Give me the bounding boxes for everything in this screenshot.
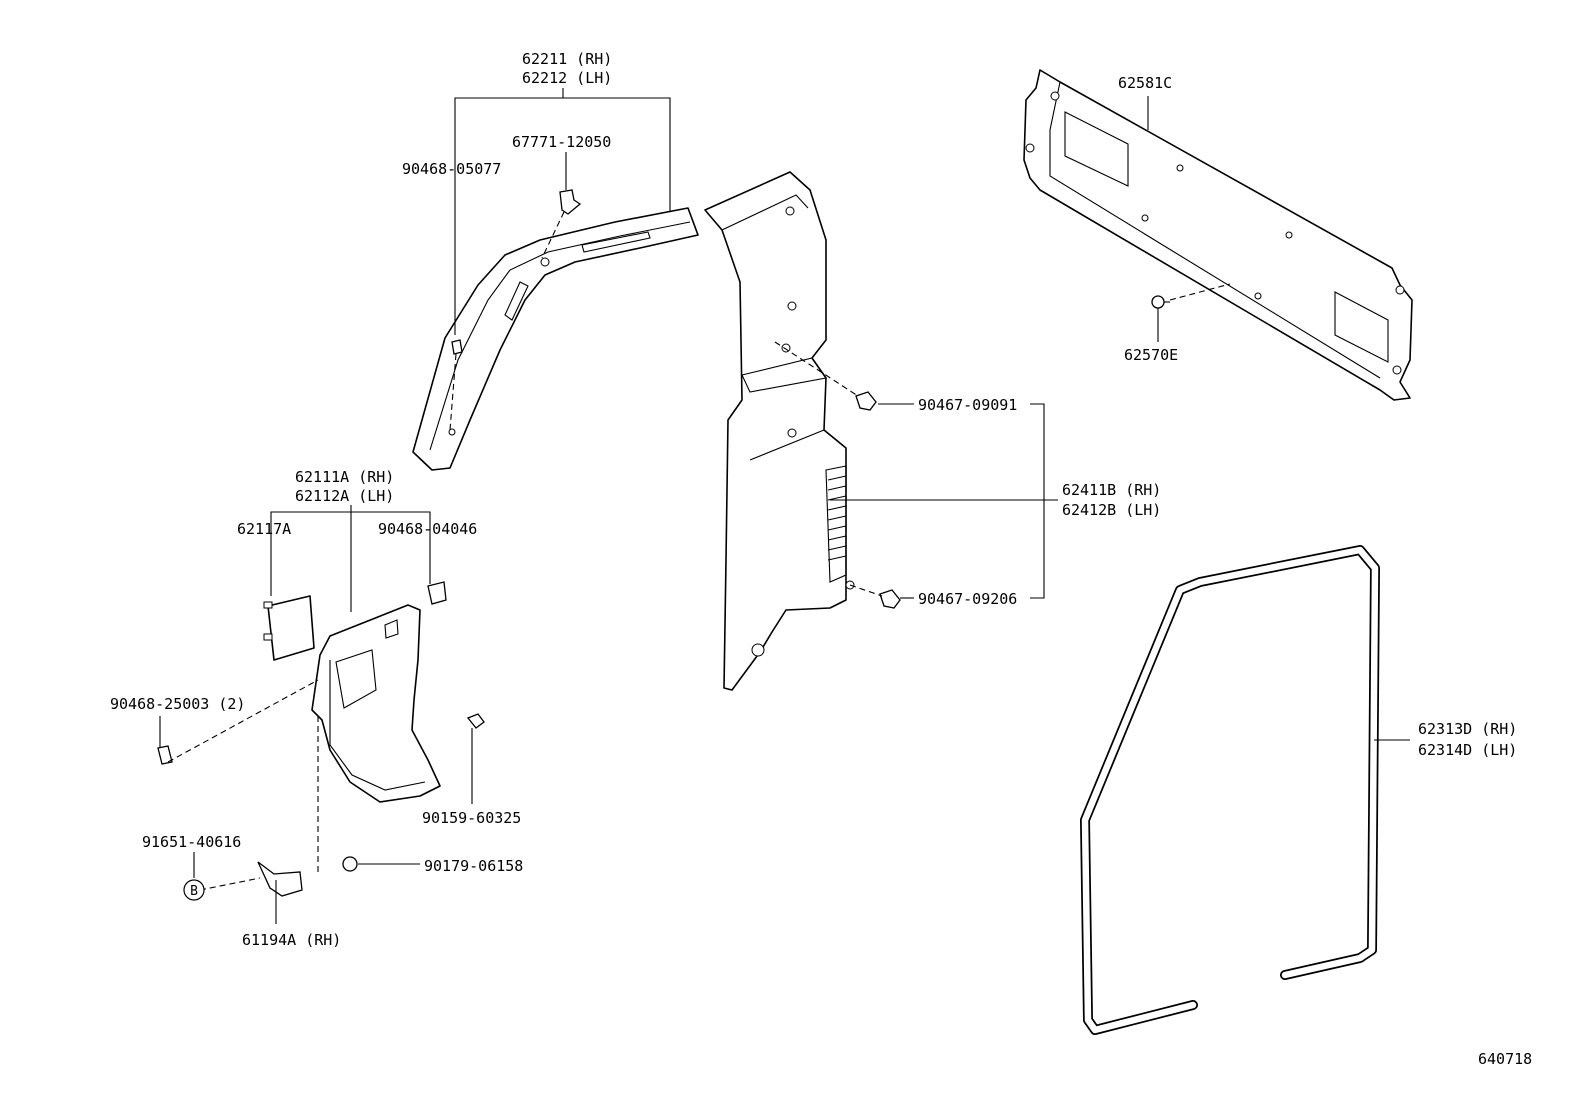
label-62117A: 62117A: [237, 520, 291, 538]
trim-cover[interactable]: [263, 595, 315, 661]
clip-90468-05077-icon[interactable]: [451, 339, 463, 355]
label-62412B: 62412B (LH): [1062, 501, 1161, 519]
pillar-garnish-upper[interactable]: [412, 207, 699, 471]
label-90467-09206: 90467-09206: [918, 590, 1017, 608]
screw-90159-60325-icon[interactable]: [466, 713, 485, 729]
clip-90467-09091-icon[interactable]: [855, 391, 877, 411]
bracket-61194A-icon[interactable]: [257, 861, 303, 897]
clip-62570E-icon[interactable]: [1151, 295, 1170, 309]
label-62411B: 62411B (RH): [1062, 481, 1161, 499]
rear-panel-trim[interactable]: [1023, 69, 1413, 401]
label-90468-05077: 90468-05077: [402, 160, 501, 178]
label-62211: 62211 (RH): [522, 50, 612, 68]
label-62111A: 62111A (RH): [295, 468, 394, 486]
label-62313D: 62313D (RH): [1418, 720, 1517, 738]
clip-90467-09206-icon[interactable]: [879, 589, 901, 609]
nut-90179-06158-icon[interactable]: [342, 856, 358, 872]
assembly-dash-lines: [167, 211, 1231, 891]
vent-grille-icon: [827, 475, 847, 561]
label-62581C: 62581C: [1118, 74, 1172, 92]
label-91651-40616: 91651-40616: [142, 833, 241, 851]
reference-b-label: B: [190, 884, 198, 899]
label-61194A: 61194A (RH): [242, 931, 341, 949]
label-90468-04046: 90468-04046: [378, 520, 477, 538]
label-62570E: 62570E: [1124, 346, 1178, 364]
label-90467-09091: 90467-09091: [918, 396, 1017, 414]
label-67771-12050: 67771-12050: [512, 133, 611, 151]
clip-90468-25003-icon[interactable]: [157, 745, 173, 765]
label-90179-06158: 90179-06158: [424, 857, 523, 875]
label-62212: 62212 (LH): [522, 69, 612, 87]
label-62112A: 62112A (LH): [295, 487, 394, 505]
label-90159-60325: 90159-60325: [422, 809, 521, 827]
clip-90468-04046-icon[interactable]: [427, 581, 447, 605]
door-weatherstrip[interactable]: [1080, 545, 1380, 1035]
clip-67771-icon[interactable]: [559, 189, 582, 215]
label-90468-25003: 90468-25003 (2): [110, 695, 245, 713]
center-pillar-garnish[interactable]: [704, 171, 855, 691]
label-62314D: 62314D (LH): [1418, 741, 1517, 759]
reference-b-icon: B: [183, 879, 205, 901]
diagram-id: 640718: [1478, 1050, 1532, 1068]
leader-lines: [159, 88, 1410, 924]
lower-pillar-garnish[interactable]: [311, 604, 441, 803]
